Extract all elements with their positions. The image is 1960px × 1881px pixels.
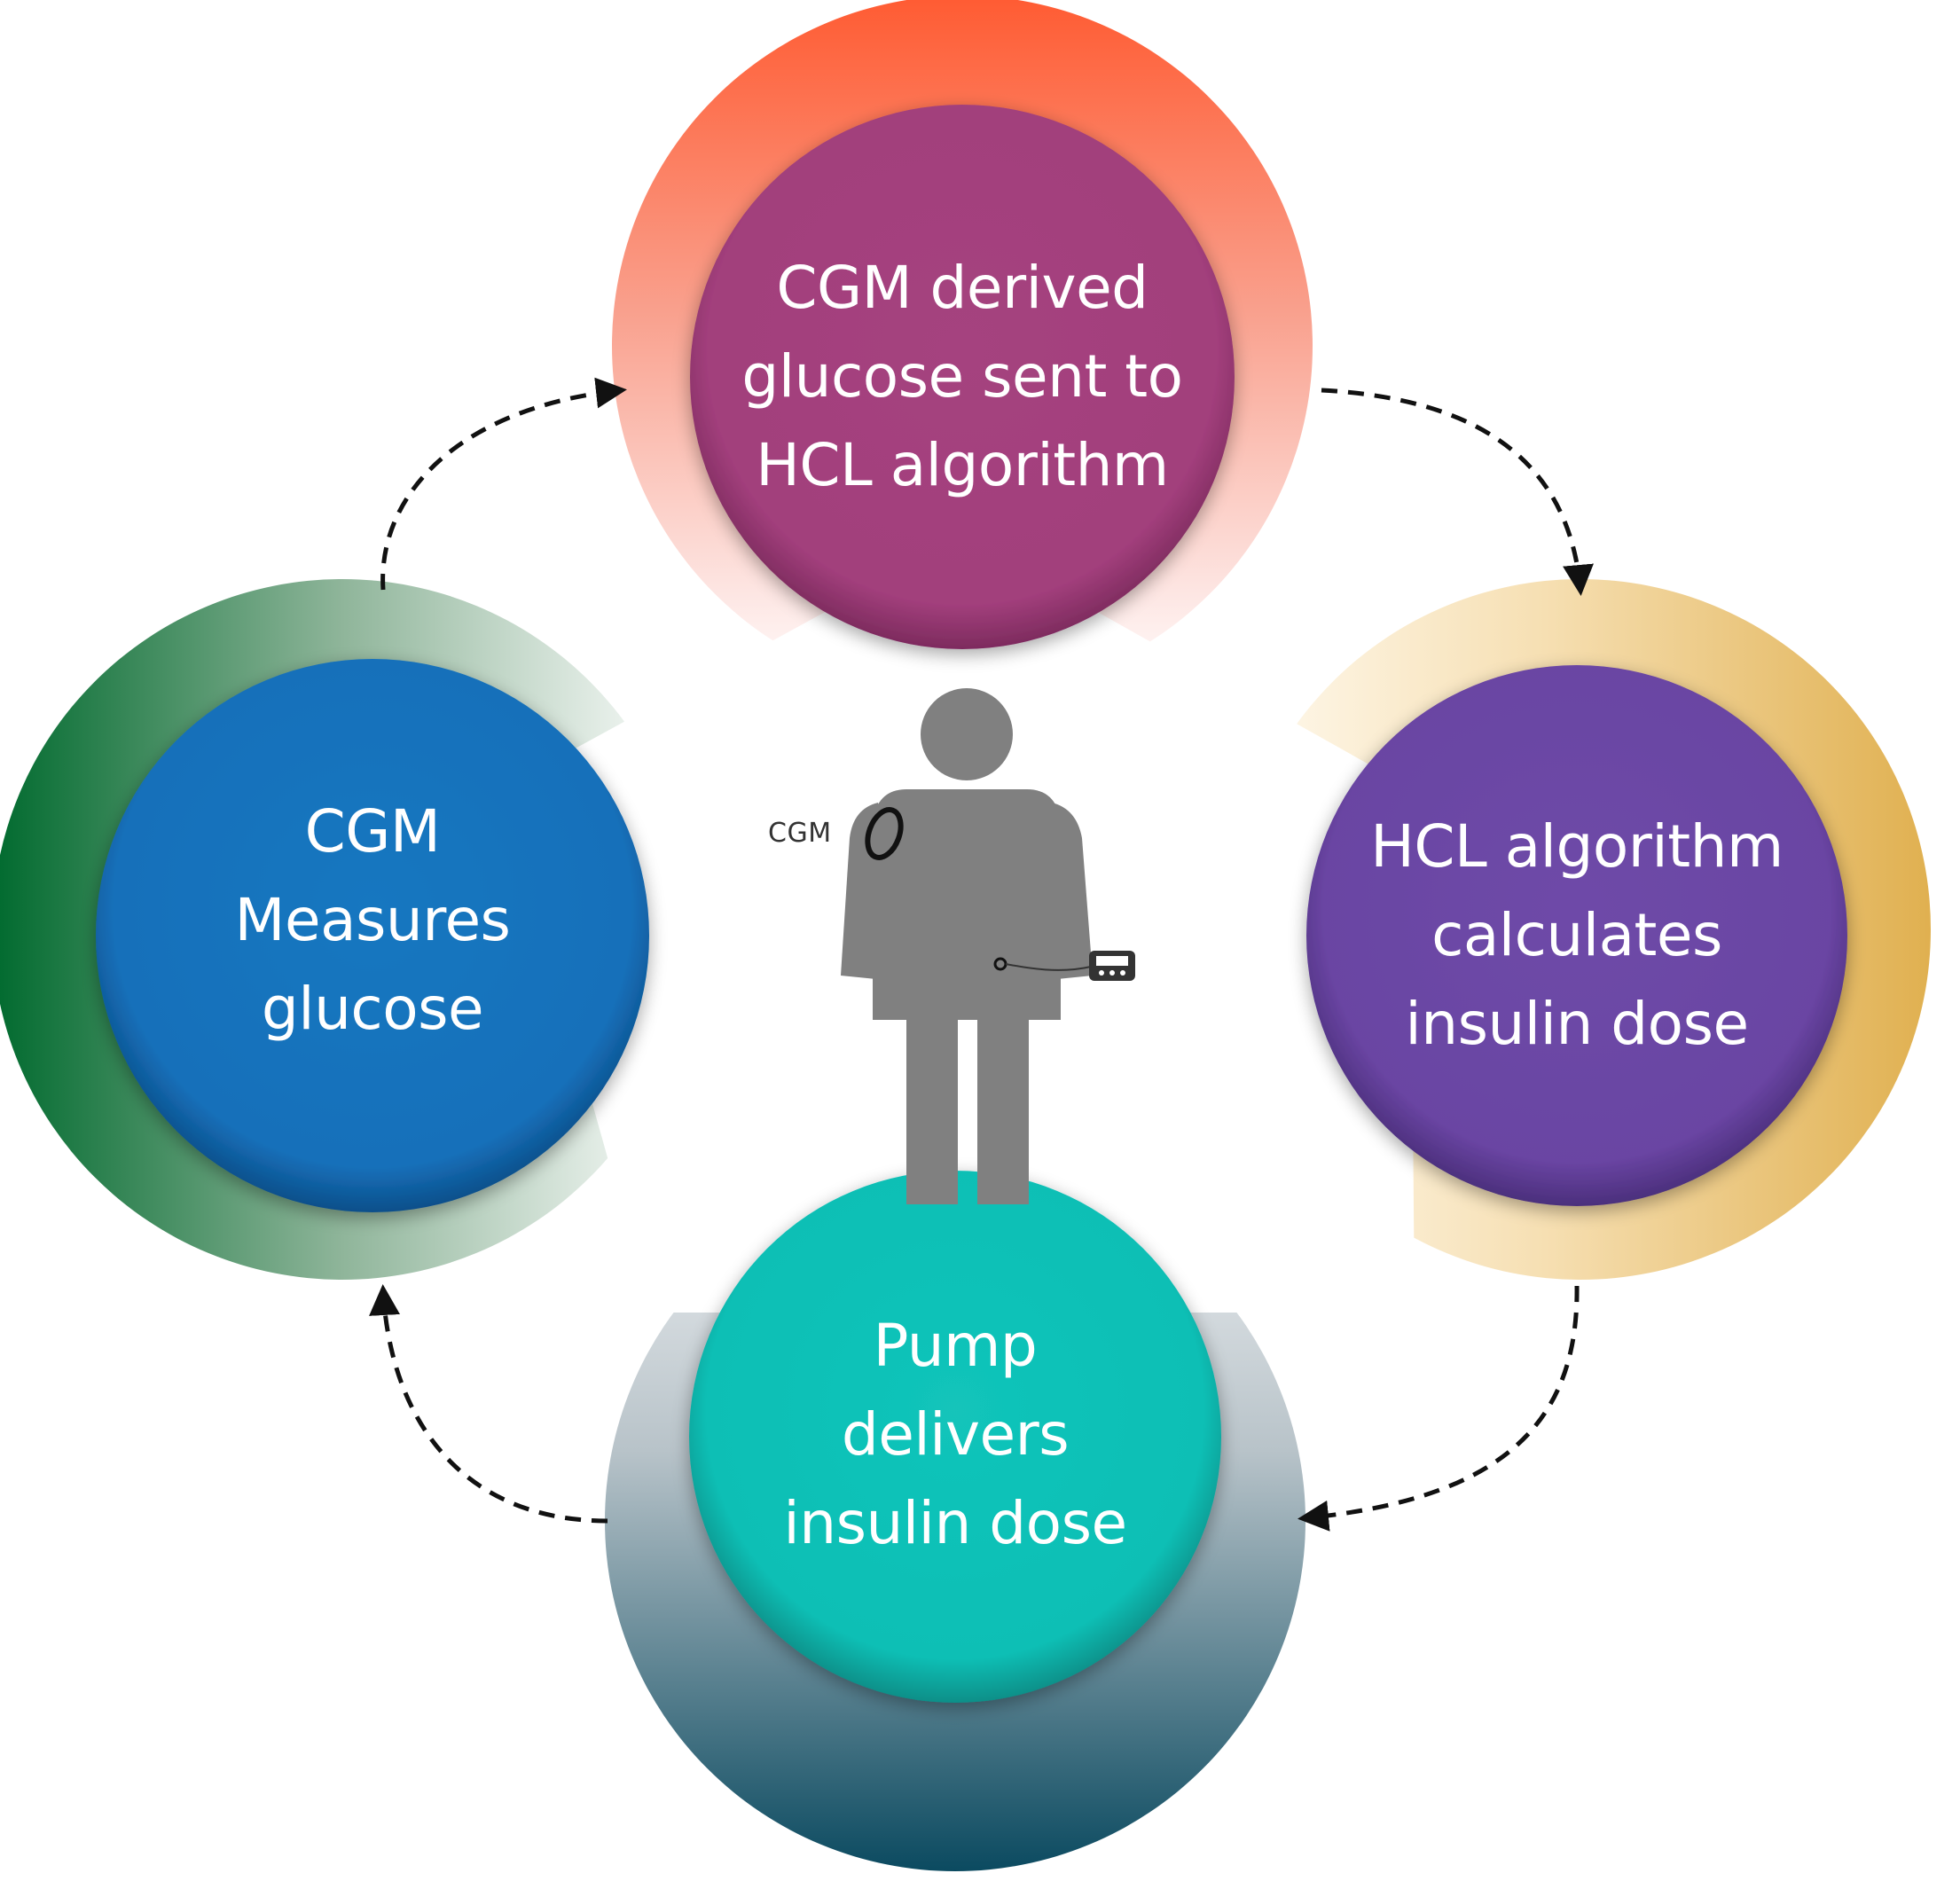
top-inner-circle (690, 105, 1235, 649)
cgm-sensor-label: CGM (768, 818, 832, 849)
right-inner-circle (1306, 665, 1847, 1206)
top-node-text: CGM derived glucose sent to HCL algorith… (692, 239, 1233, 514)
arrow-bottom-to-left (369, 1284, 608, 1524)
left-node-text: CGM Measures glucose (102, 783, 643, 1058)
insulin-pump-icon (993, 951, 1135, 981)
bottom-node-line-3: insulin dose (783, 1489, 1127, 1557)
person-figure-icon (841, 688, 1093, 1204)
arrow-top-to-right (1321, 388, 1594, 596)
top-node-line-2: glucose sent to (741, 342, 1183, 411)
right-node-line-1: HCL algorithm (1370, 812, 1784, 881)
left-node-line-2: Measures (234, 886, 511, 954)
right-node-line-2: calculates (1431, 901, 1722, 969)
top-node-line-1: CGM derived (776, 254, 1149, 322)
bottom-inner-circle (689, 1171, 1221, 1703)
top-node-line-3: HCL algorithm (756, 431, 1169, 499)
cgm-sensor-icon (865, 807, 904, 860)
bottom-node-line-2: delivers (841, 1400, 1070, 1469)
left-node-line-1: CGM (304, 797, 441, 866)
arrow-left-to-top (380, 377, 627, 591)
right-node-text: HCL algorithm calculates insulin dose (1306, 798, 1847, 1073)
bottom-node-line-1: Pump (873, 1312, 1038, 1380)
arrow-right-to-bottom (1298, 1285, 1580, 1532)
left-inner-circle (96, 659, 649, 1212)
left-node-line-3: glucose (261, 975, 484, 1043)
bottom-node-text: Pump delivers insulin dose (685, 1297, 1226, 1572)
right-node-line-3: insulin dose (1405, 990, 1749, 1058)
